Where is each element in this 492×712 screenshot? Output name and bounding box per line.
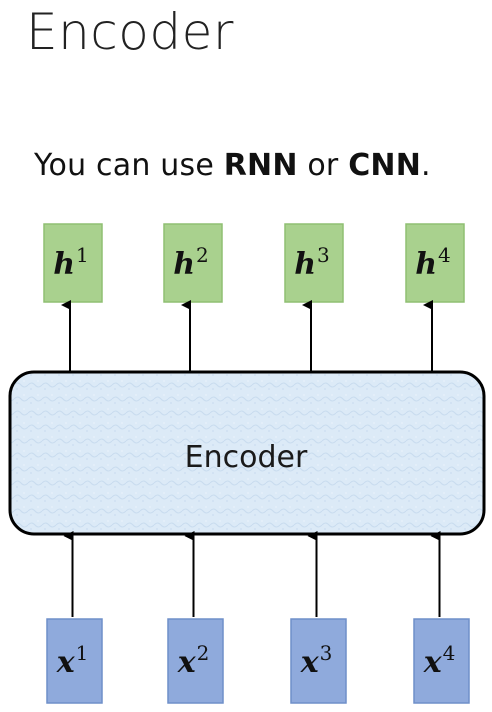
input-symbol: x [56, 645, 76, 680]
input-symbol: x [300, 645, 320, 680]
output-label: h1 [53, 243, 89, 282]
output-superscript: 1 [76, 243, 89, 267]
subtitle-rnn: RNN [223, 148, 298, 183]
input-superscript: 4 [443, 641, 456, 665]
output-node-2: h2 [163, 223, 223, 303]
input-superscript: 1 [76, 641, 89, 665]
input-node-4: x4 [413, 618, 470, 704]
input-label: x4 [423, 641, 456, 680]
output-box [43, 223, 103, 303]
output-node-4: h4 [405, 223, 465, 303]
input-symbol: x [423, 645, 443, 680]
input-box [46, 618, 103, 704]
output-label: h2 [173, 243, 209, 282]
output-label: h4 [415, 243, 451, 282]
encoder-block [8, 370, 486, 536]
encoder-label: Encoder [185, 440, 308, 475]
slide-title: Encoder [26, 3, 234, 61]
output-superscript: 4 [438, 243, 451, 267]
subtitle: You can use RNN or CNN. [34, 144, 431, 188]
input-node-2: x2 [167, 618, 224, 704]
subtitle-prefix: You can use [34, 148, 224, 183]
input-superscript: 2 [197, 641, 210, 665]
subtitle-suffix: . [421, 148, 431, 183]
output-superscript: 2 [196, 243, 209, 267]
output-symbol: h [415, 247, 437, 282]
output-superscript: 3 [317, 243, 330, 267]
output-label: h3 [294, 243, 330, 282]
output-symbol: h [53, 247, 75, 282]
input-label: x3 [300, 641, 333, 680]
output-symbol: h [294, 247, 316, 282]
input-superscript: 3 [320, 641, 333, 665]
input-node-3: x3 [290, 618, 347, 704]
output-box [284, 223, 344, 303]
input-box [290, 618, 347, 704]
output-symbol: h [173, 247, 195, 282]
input-box [167, 618, 224, 704]
output-node-3: h3 [284, 223, 344, 303]
output-box [405, 223, 465, 303]
arrows [61, 300, 441, 617]
subtitle-cnn: CNN [348, 148, 422, 183]
input-box [413, 618, 470, 704]
input-label: x2 [177, 641, 210, 680]
input-symbol: x [177, 645, 197, 680]
output-node-1: h1 [43, 223, 103, 303]
input-node-1: x1 [46, 618, 103, 704]
output-box [163, 223, 223, 303]
subtitle-middle: or [297, 148, 349, 183]
input-label: x1 [56, 641, 89, 680]
